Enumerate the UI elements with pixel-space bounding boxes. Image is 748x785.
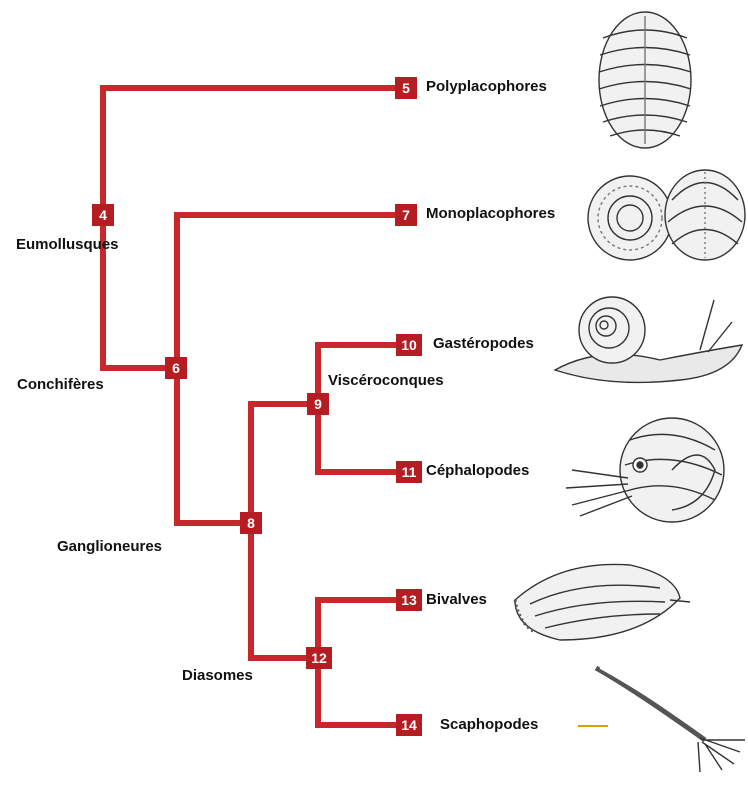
node-8: 8 <box>240 512 262 534</box>
node-14: 14 <box>396 714 422 736</box>
snail-illustration <box>555 297 742 382</box>
branch-6-8 <box>177 368 240 523</box>
taxon-gasteropodes: Gastéropodes <box>433 335 534 352</box>
node-6: 6 <box>165 357 187 379</box>
taxon-monoplacophores: Monoplacophores <box>426 205 555 222</box>
clade-diasomes: Diasomes <box>182 667 253 684</box>
clade-conchiferes: Conchifères <box>17 376 104 393</box>
node-10: 10 <box>396 334 422 356</box>
taxon-polyplacophores: Polyplacophores <box>426 78 547 95</box>
clade-ganglioneures: Ganglioneures <box>57 538 162 555</box>
branches <box>103 88 396 725</box>
node-7: 7 <box>395 204 417 226</box>
chiton-illustration <box>599 12 691 148</box>
monoplacophoran-illustration <box>588 170 745 260</box>
mussel-illustration <box>515 564 690 640</box>
node-9: 9 <box>307 393 329 415</box>
taxon-cephalopodes: Céphalopodes <box>426 462 529 479</box>
node-4: 4 <box>92 204 114 226</box>
node-12: 12 <box>306 647 332 669</box>
tusk-shell-illustration <box>578 668 745 772</box>
taxon-bivalves: Bivalves <box>426 591 487 608</box>
node-11: 11 <box>396 461 422 483</box>
branch-8-12 <box>251 523 306 658</box>
clade-eumollusques: Eumollusques <box>16 236 119 253</box>
node-5: 5 <box>395 77 417 99</box>
branch-8-9 <box>251 404 306 523</box>
nautilus-illustration <box>566 418 724 522</box>
taxon-scaphopodes: Scaphopodes <box>440 716 538 733</box>
branch-4-5 <box>103 88 395 215</box>
node-13: 13 <box>396 589 422 611</box>
branch-9-11 <box>318 404 396 472</box>
clade-visceroconques: Viscéroconques <box>328 372 444 389</box>
